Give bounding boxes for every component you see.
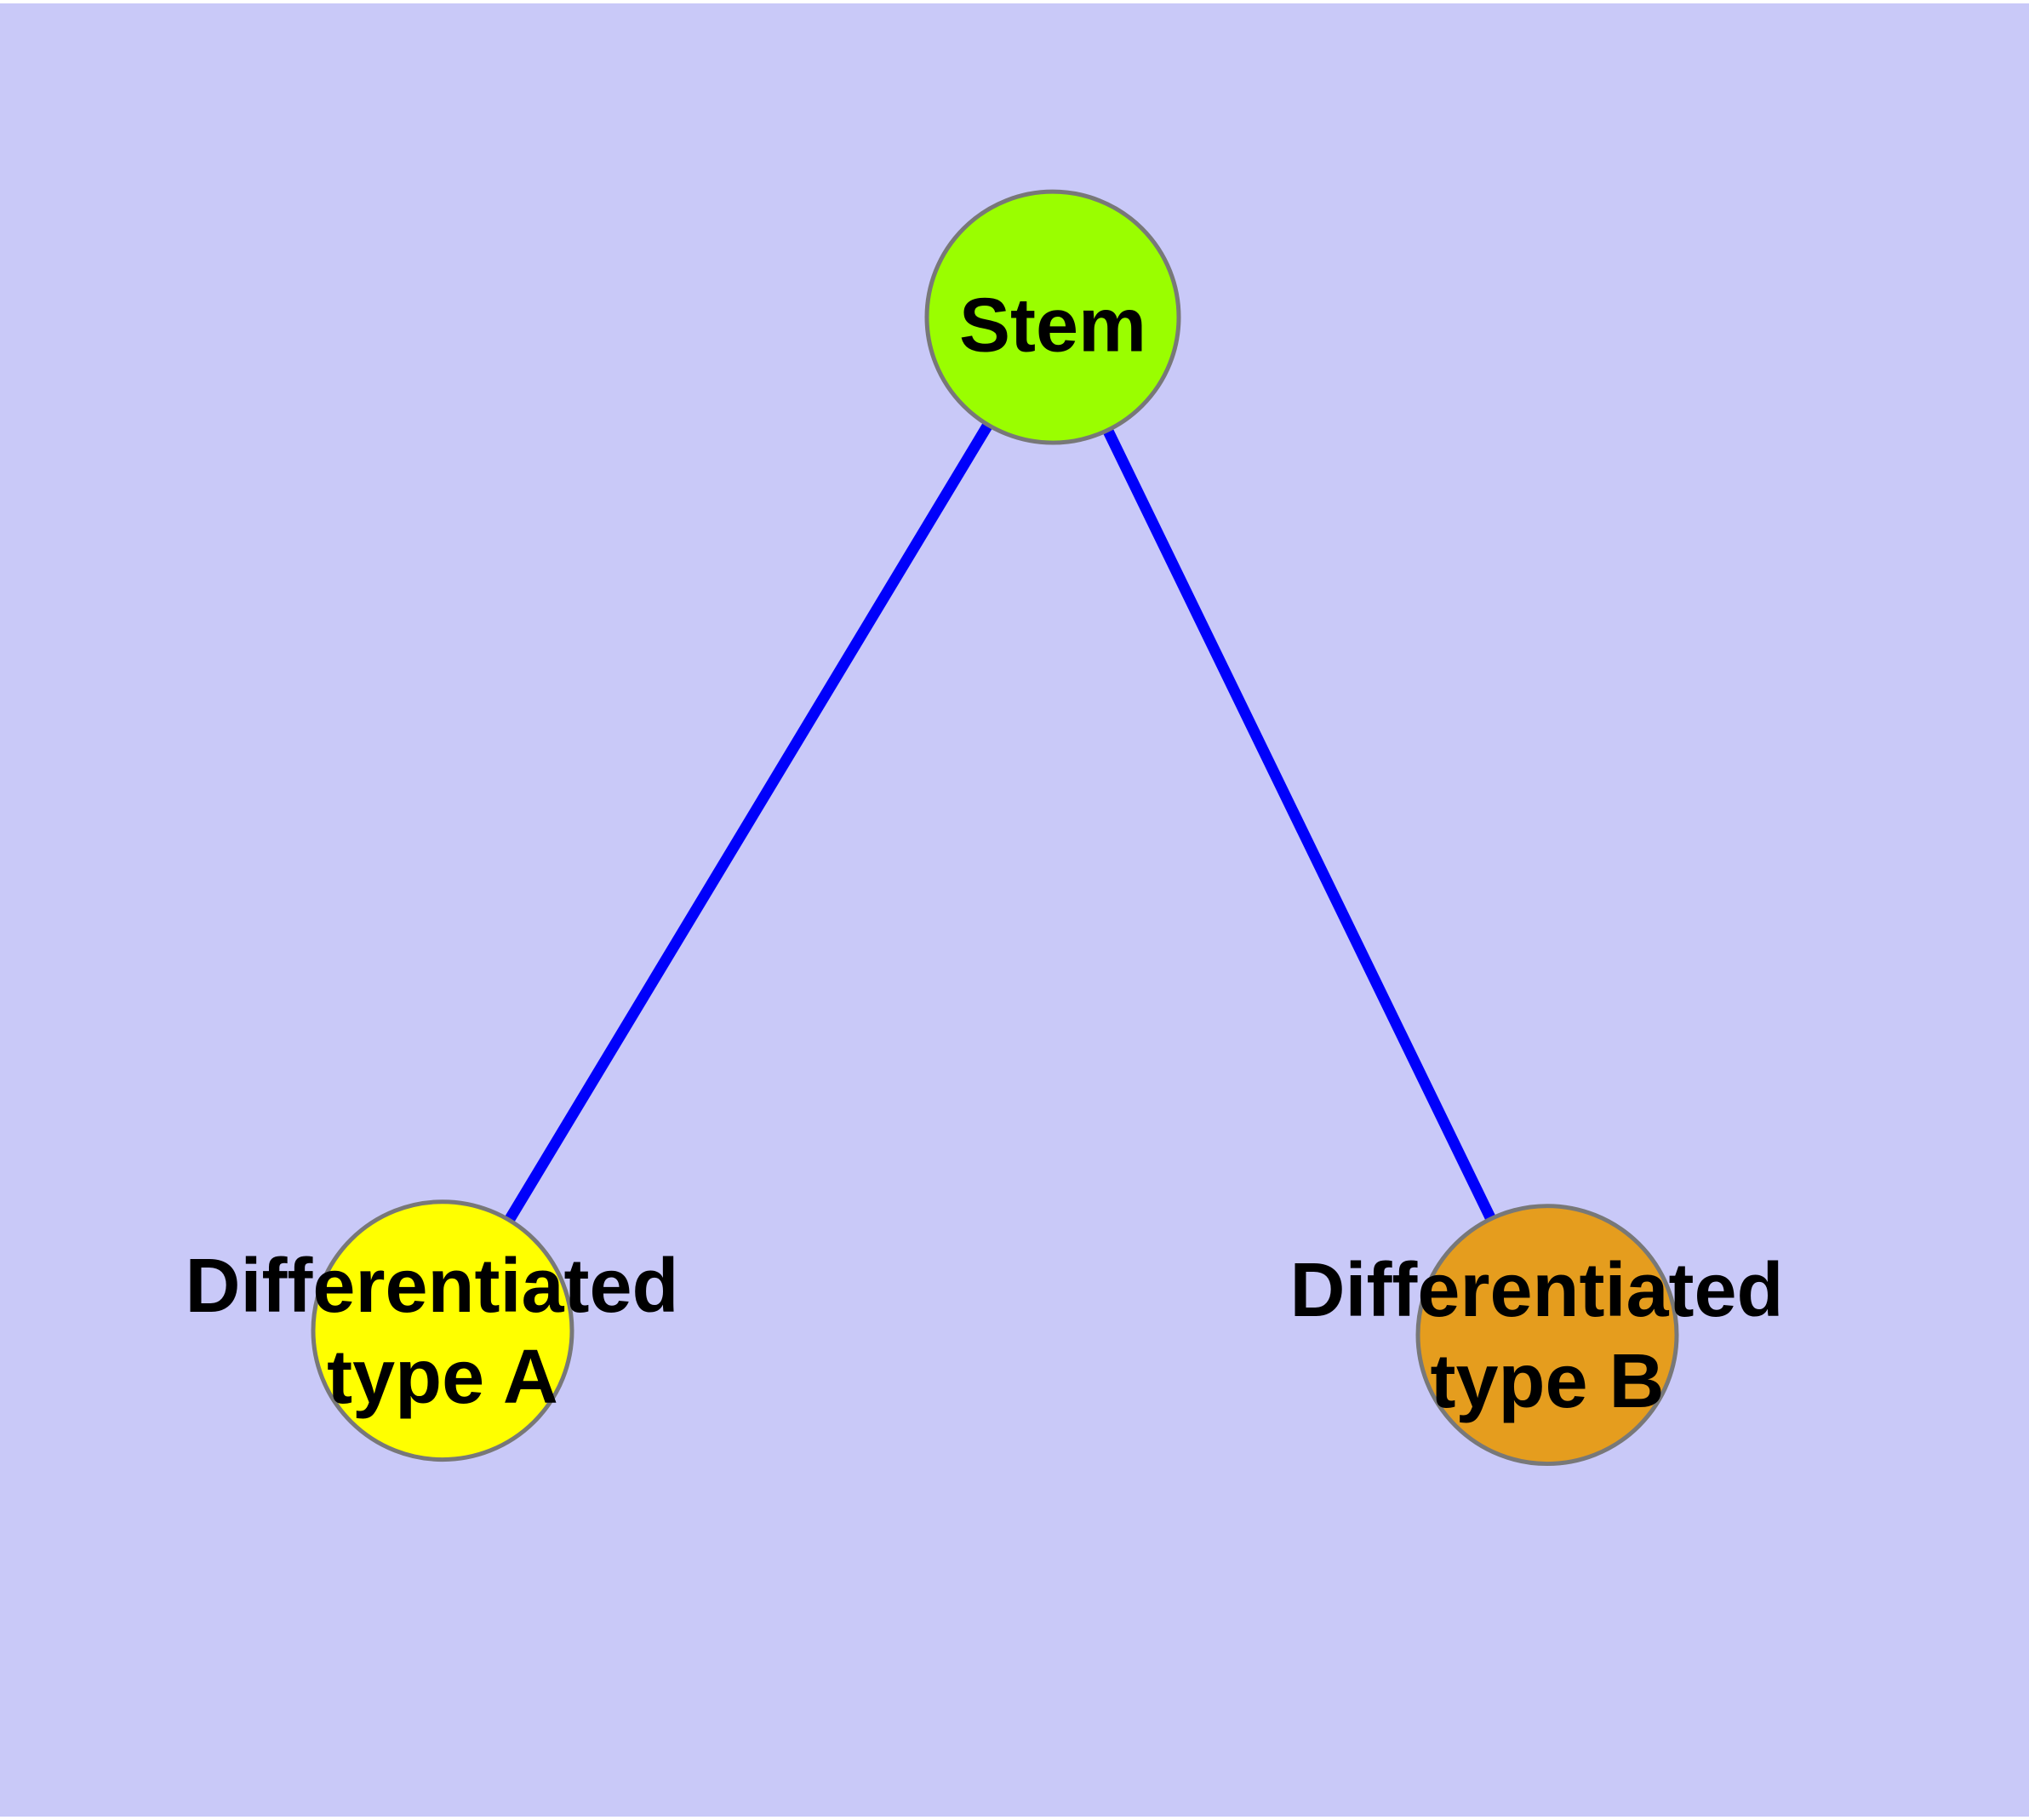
node-differentiated-type-b[interactable]	[1415, 1204, 1679, 1467]
type-a-label-line-2: type A	[327, 1335, 558, 1420]
graph-svg: Stem Differentiated type A Differentiate…	[0, 3, 2029, 1817]
type-a-label-line-1: Differentiated	[185, 1244, 678, 1329]
node-differentiated-type-b-label: Differentiated type B	[1289, 1248, 1804, 1423]
type-b-label-line-2: type B	[1430, 1339, 1664, 1424]
edge-stem-to-type-b[interactable]	[1048, 314, 1552, 1337]
node-stem-label: Stem	[959, 283, 1146, 369]
diagram-canvas: Stem Differentiated type A Differentiate…	[0, 3, 2029, 1817]
node-differentiated-type-a-label: Differentiated type A	[185, 1244, 700, 1419]
node-stem[interactable]	[924, 189, 1181, 445]
node-differentiated-type-a[interactable]	[311, 1199, 574, 1462]
edge-stem-to-type-a[interactable]	[437, 314, 1058, 1334]
type-b-label-line-1: Differentiated	[1289, 1248, 1783, 1333]
